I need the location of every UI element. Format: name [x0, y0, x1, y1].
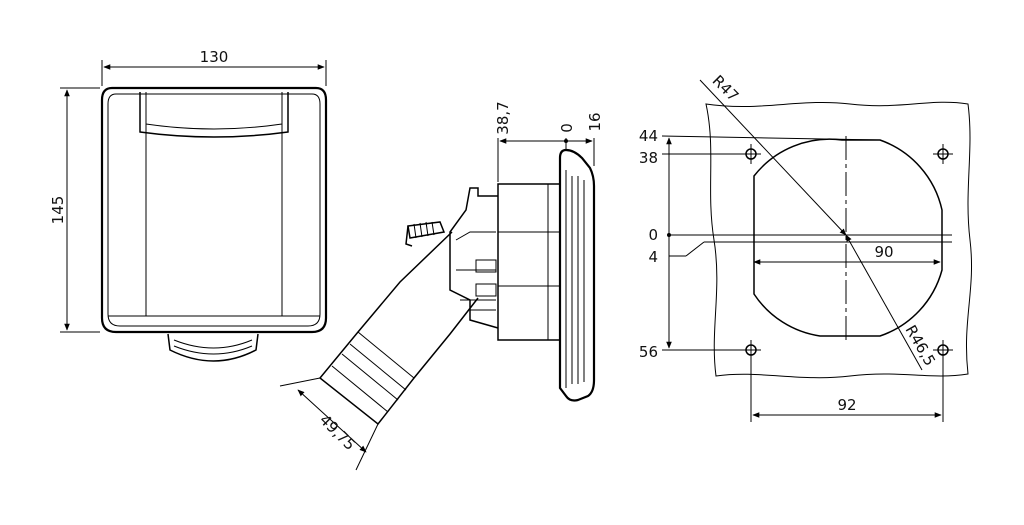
side-body-block [497, 183, 561, 341]
front-lid-inner [145, 92, 283, 130]
dim-label-38-7: 38,7 [494, 101, 512, 134]
front-connector-ring-2 [173, 345, 253, 355]
front-connector-ring [173, 339, 253, 349]
leader-r47 [699, 79, 847, 236]
front-view: 130 145 [49, 48, 328, 362]
dim-label-0-side: 0 [558, 123, 576, 133]
front-body-inner-outline [107, 93, 321, 327]
side-mount [449, 187, 499, 329]
dim-label-145: 145 [49, 196, 67, 225]
cutout-shape [753, 138, 943, 337]
dim-label-92: 92 [837, 396, 856, 414]
dim-label-49-75: 49,75 [316, 411, 359, 454]
dim-label-16: 16 [586, 112, 604, 131]
cutout-view: 44 38 0 4 56 R47 R46,5 90 92 [639, 72, 973, 422]
dim-label-90: 90 [874, 243, 893, 261]
front-body-outline [100, 86, 328, 334]
y-label-38: 38 [639, 149, 658, 167]
side-cable-gland [318, 231, 479, 426]
leader-r46-5 [845, 234, 923, 371]
side-view: 38,7 0 16 49,75 [279, 101, 604, 471]
dim-line-49-75 [297, 389, 367, 453]
y-label-0: 0 [648, 226, 658, 244]
radius-label-r46-5: R46,5 [902, 322, 940, 369]
side-screw [407, 221, 446, 239]
radius-label-r47: R47 [709, 72, 743, 106]
dim-label-130: 130 [200, 48, 229, 66]
front-lid [139, 92, 289, 138]
y-label-4: 4 [648, 248, 658, 266]
front-connector [167, 333, 259, 362]
y-label-56: 56 [639, 343, 658, 361]
y-label-44: 44 [639, 127, 658, 145]
screw-hole-top-right [933, 144, 953, 164]
side-flange [558, 148, 596, 402]
panel-break-outline [705, 101, 973, 379]
